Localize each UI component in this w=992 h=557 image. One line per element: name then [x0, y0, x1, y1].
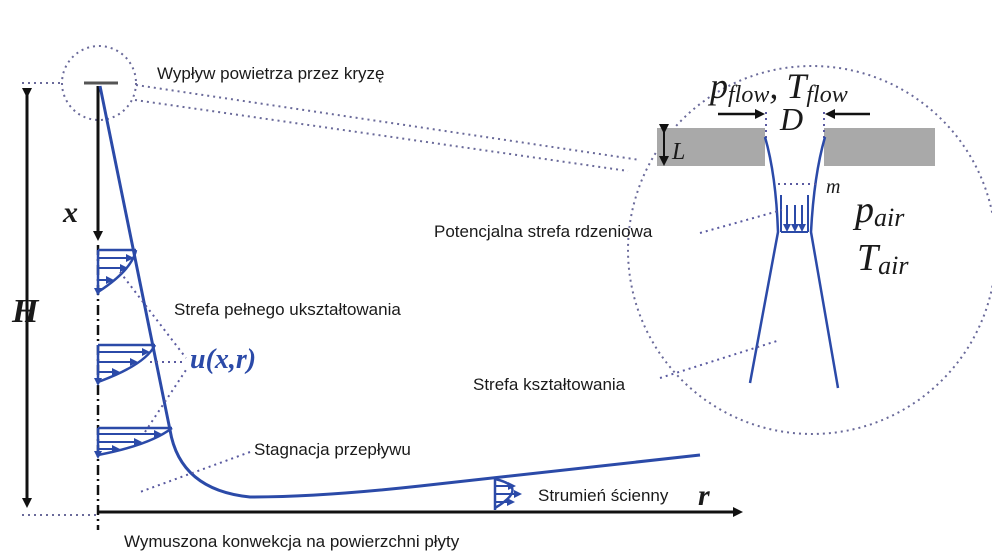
p-air-subscript: air — [874, 203, 905, 232]
flow-separator: , — [769, 66, 778, 106]
p-flow-subscript: flow — [728, 82, 769, 108]
wall-jet-profile — [493, 477, 522, 510]
vena-contracta-symbol: m — [826, 176, 840, 198]
label-fully-developed-zone: Strefa pełnego ukształtowania — [174, 300, 401, 319]
zoom-jet-right-boundary — [809, 136, 840, 389]
velocity-profile-2 — [94, 343, 157, 386]
t-air-base: T — [857, 237, 881, 279]
orifice-diameter-symbol: D — [779, 101, 803, 137]
orifice-zoom-circle — [61, 45, 137, 121]
t-air-subscript: air — [878, 251, 909, 280]
r-axis-symbol: r — [698, 479, 710, 512]
label-wall-jet: Strumień ścienny — [538, 486, 669, 505]
zoom-connector-lower — [134, 99, 629, 172]
velocity-function-symbol: u(x,r) — [190, 344, 256, 375]
u-leader-3 — [144, 369, 187, 433]
p-flow-base: p — [707, 66, 728, 106]
flow-conditions-label: pflow,Tflow — [707, 66, 848, 108]
label-developing-zone: Strefa kształtowania — [473, 375, 626, 394]
orifice-plate-left — [657, 128, 765, 166]
u-leader-1 — [119, 271, 187, 359]
label-potential-core: Potencjalna strefa rdzeniowa — [434, 222, 653, 241]
potential-core-profile — [780, 195, 809, 233]
velocity-profile-3 — [94, 426, 173, 459]
t-flow-subscript: flow — [806, 82, 847, 108]
orifice-plate-right — [824, 128, 935, 166]
t-flow-base: T — [786, 66, 809, 106]
zoom-connector-upper — [135, 84, 641, 161]
zoom-jet-left-boundary — [748, 136, 780, 384]
potential-core-leader — [699, 209, 783, 234]
plate-thickness-symbol: L — [671, 139, 685, 165]
x-axis-symbol: x — [62, 196, 78, 229]
p-air-base: p — [852, 189, 874, 231]
stagnation-leader — [139, 451, 251, 493]
ambient-temperature-label: Tair — [857, 237, 909, 280]
height-symbol: H — [11, 293, 40, 330]
velocity-profile-1 — [94, 248, 138, 296]
label-stagnation: Stagnacja przepływu — [254, 440, 411, 459]
label-orifice-outflow: Wypływ powietrza przez kryzę — [157, 64, 385, 83]
label-forced-convection: Wymuszona konwekcja na powierzchni płyty — [124, 532, 460, 551]
zoom-detail-circle — [627, 65, 992, 435]
ambient-pressure-label: pair — [852, 189, 905, 232]
developing-zone-leader — [659, 339, 781, 379]
jet-boundary-curve — [98, 85, 701, 499]
